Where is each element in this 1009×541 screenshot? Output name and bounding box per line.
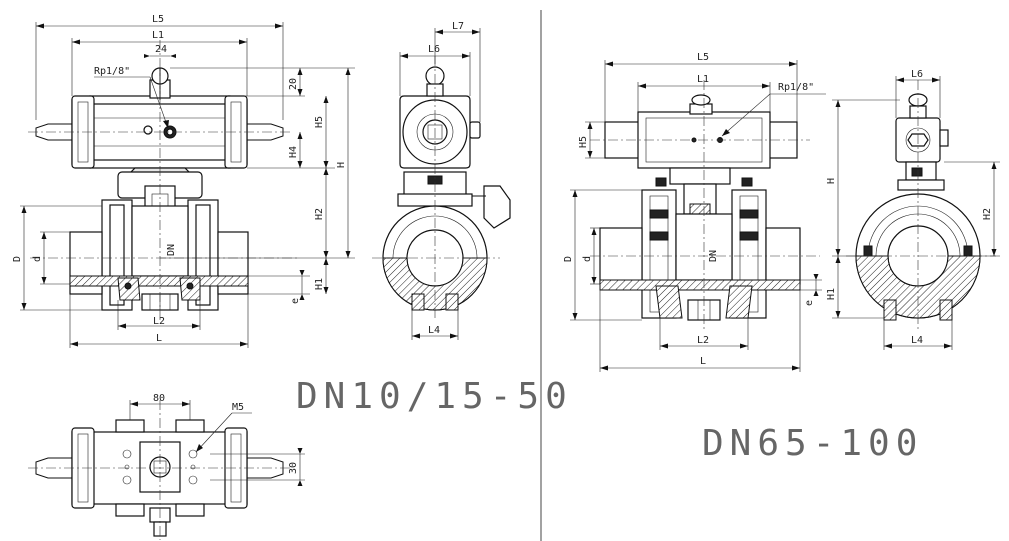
dim-d-inner-left: d xyxy=(32,256,43,262)
dim-h5-left: H5 xyxy=(314,116,325,128)
dim-h2-left: H2 xyxy=(314,208,325,220)
title-right: DN65-100 xyxy=(702,423,923,464)
title-left: DN10/15-50 xyxy=(296,376,573,417)
dim-h2-right: H2 xyxy=(982,208,993,220)
right-front-dimensions: L5 L1 Rp1/8" H5 D d DN xyxy=(563,52,826,372)
dim-l5-right: L5 xyxy=(697,52,709,63)
dim-d-inner-right: d xyxy=(582,256,593,262)
dim-24: 24 xyxy=(155,44,167,55)
dim-h4: H4 xyxy=(288,146,299,158)
dim-l-right: L xyxy=(700,356,706,367)
dim-l2-right: L2 xyxy=(697,335,709,346)
dim-h5-right: H5 xyxy=(578,136,589,148)
dim-20: 20 xyxy=(288,78,299,90)
right-side-view xyxy=(846,80,996,330)
dim-h-left: H xyxy=(336,162,347,168)
dim-80: 80 xyxy=(153,393,165,404)
dim-l1: L1 xyxy=(152,30,164,41)
dim-e-right: e xyxy=(804,300,815,306)
dim-l6-right: L6 xyxy=(911,69,923,80)
label-dn-right: DN xyxy=(708,250,719,262)
dim-h-right: H xyxy=(826,178,837,184)
dim-l4-left: L4 xyxy=(428,325,440,336)
left-front-dimensions: L5 L1 24 Rp1/8" 20 H5 xyxy=(12,14,355,348)
left-front-view xyxy=(28,40,300,320)
left-top-dimensions: 80 M5 30 xyxy=(129,393,305,486)
dim-h1-right: H1 xyxy=(826,288,837,300)
dim-l1-right: L1 xyxy=(697,74,709,85)
dim-l7: L7 xyxy=(452,21,464,32)
dim-30: 30 xyxy=(288,462,299,474)
left-side-dimensions: L7 L6 L4 xyxy=(399,21,481,340)
dim-l5: L5 xyxy=(152,14,164,25)
left-side-view xyxy=(372,56,511,320)
label-rp: Rp1/8" xyxy=(94,66,130,77)
label-rp-right: Rp1/8" xyxy=(778,82,814,93)
dim-l6-left: L6 xyxy=(428,44,440,55)
dim-l-left: L xyxy=(156,333,162,344)
right-front-view xyxy=(590,80,820,330)
label-m5: M5 xyxy=(232,402,244,413)
dim-d-outer-left: D xyxy=(12,256,23,262)
left-top-view xyxy=(28,400,292,540)
dim-l2-left: L2 xyxy=(153,316,165,327)
dim-e-left: e xyxy=(290,298,301,304)
dim-l4-right: L4 xyxy=(911,335,923,346)
dim-d-outer-right: D xyxy=(563,256,574,262)
label-dn-left: DN xyxy=(166,244,177,256)
dim-h1-left: H1 xyxy=(314,278,325,290)
right-side-dimensions: L6 H H1 H2 L4 xyxy=(826,69,1000,350)
